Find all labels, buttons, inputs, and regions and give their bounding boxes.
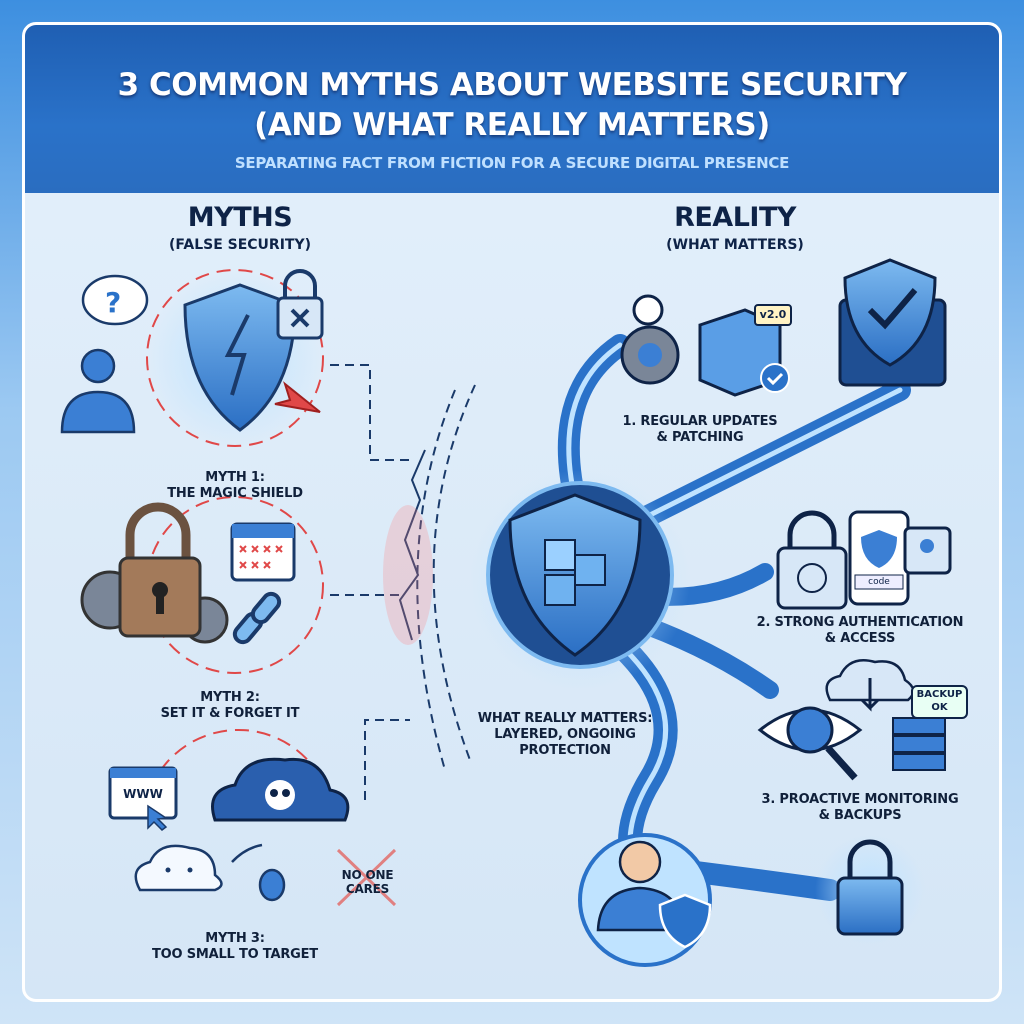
eye-magnifier-icon xyxy=(757,706,863,781)
myth-label: MYTH 2: xyxy=(200,690,260,705)
crack-line xyxy=(398,449,426,641)
rusty-padlock-icon xyxy=(80,502,229,644)
backup-line: BACKUP xyxy=(916,689,963,700)
user-shield-avatar xyxy=(578,833,712,967)
no-one-cares-line: NO ONE xyxy=(341,868,394,882)
myth-title: THE MAGIC SHIELD xyxy=(167,486,303,501)
update-box-icon xyxy=(698,304,792,397)
title-line-2: (AND WHAT REALLY MATTERS) xyxy=(254,107,770,143)
fingerprint-lock-icon xyxy=(776,510,848,610)
myth-label: MYTH 3: xyxy=(205,931,265,946)
title-line-1: 3 COMMON MYTHS ABOUT WEBSITE SECURITY xyxy=(117,67,907,103)
version-label: v2.0 xyxy=(759,308,787,321)
cloud-download-icon xyxy=(825,659,915,712)
center-caption-line: WHAT REALLY MATTERS: xyxy=(477,711,653,726)
confused-person-icon: ? xyxy=(60,274,149,434)
dashed-connectors xyxy=(330,364,476,800)
server-shield-icon xyxy=(838,258,947,387)
code-label: code xyxy=(868,577,890,587)
www-label: WWW xyxy=(123,787,163,801)
reality-title: & ACCESS xyxy=(824,631,896,646)
calendar-icon xyxy=(230,522,296,582)
glowing-padlock-icon xyxy=(815,835,925,945)
reality-title: 2. STRONG AUTHENTICATION xyxy=(756,615,964,630)
skull-cloud-icon xyxy=(211,757,350,822)
clock-gear-icon xyxy=(620,294,680,385)
bug-icon xyxy=(258,868,286,902)
backup-line: OK xyxy=(931,702,948,713)
reality-3-caption: 3. PROACTIVE MONITORING& BACKUPS xyxy=(740,792,980,824)
center-caption-line: PROTECTION xyxy=(519,743,611,758)
phone-2fa-icon xyxy=(848,510,910,606)
broken-chain-icon xyxy=(232,591,282,645)
center-caption-line: LAYERED, ONGOING xyxy=(494,727,636,742)
myths-heading: MYTHS xyxy=(187,202,293,233)
central-shield-icon xyxy=(470,470,690,690)
header-banner xyxy=(25,25,999,193)
cross-out-mark xyxy=(336,848,397,907)
reality-1-caption: 1. REGULAR UPDATES& PATCHING xyxy=(600,414,800,446)
reality-subheading: (WHAT MATTERS) xyxy=(666,237,804,253)
reality-heading: REALITY xyxy=(674,202,796,233)
backup-ok-label: BACKUP OK xyxy=(912,688,967,714)
reality-title: & BACKUPS xyxy=(818,808,902,823)
myths-subheading: (FALSE SECURITY) xyxy=(169,237,311,253)
reality-title: 1. REGULAR UPDATES xyxy=(622,414,778,429)
myth-2-caption: MYTH 2:SET IT & FORGET IT xyxy=(130,690,330,722)
no-one-cares-line: CARES xyxy=(345,882,390,896)
reality-2-caption: 2. STRONG AUTHENTICATION& ACCESS xyxy=(740,615,980,647)
myth-title: SET IT & FORGET IT xyxy=(160,706,300,721)
myth-3-caption: MYTH 3:TOO SMALL TO TARGET xyxy=(135,931,335,963)
sad-cloud-icon xyxy=(134,844,223,892)
reality-title: & PATCHING xyxy=(656,430,744,445)
svg-text:?: ? xyxy=(105,286,121,319)
attack-arrow-icon xyxy=(274,381,321,413)
cracked-shield-icon xyxy=(183,283,297,432)
myth-label: MYTH 1: xyxy=(205,470,265,485)
subtitle: SEPARATING FACT FROM FICTION FOR A SECUR… xyxy=(234,154,790,172)
browser-window-icon xyxy=(108,766,178,831)
backup-server-icon xyxy=(892,685,968,771)
myth-1-caption: MYTH 1:THE MAGIC SHIELD xyxy=(135,470,335,502)
broken-padlock-icon xyxy=(276,269,324,340)
id-card-icon xyxy=(903,526,952,575)
reality-title: 3. PROACTIVE MONITORING xyxy=(761,792,959,807)
arrow-icon xyxy=(231,843,263,863)
myth-title: TOO SMALL TO TARGET xyxy=(152,947,318,962)
